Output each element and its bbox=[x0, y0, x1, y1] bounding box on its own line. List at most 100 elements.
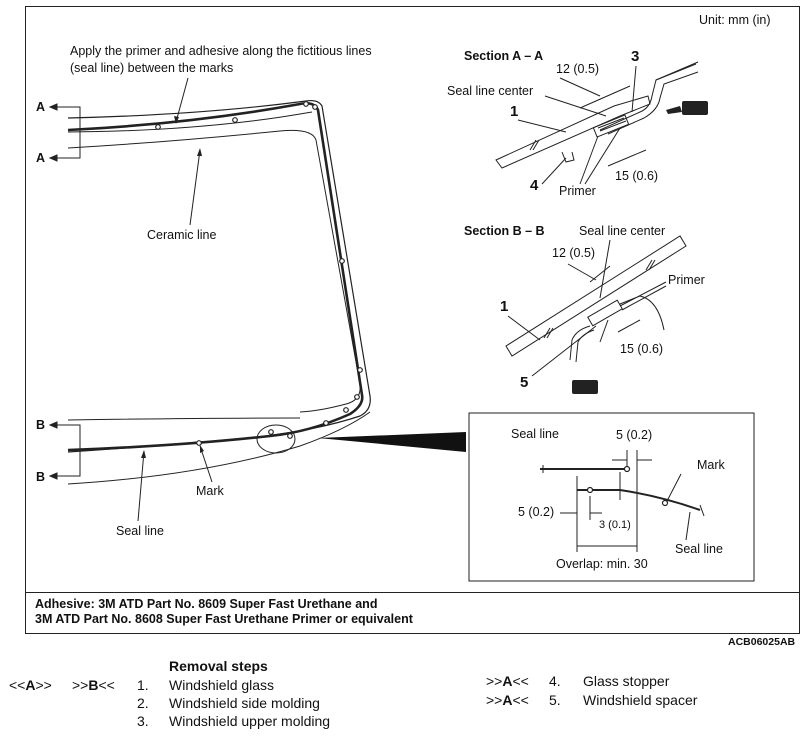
mark bbox=[196, 440, 202, 446]
step-2-number: 2. bbox=[137, 695, 149, 711]
section-a-marker bbox=[48, 103, 81, 162]
mark-label: Mark bbox=[196, 484, 225, 498]
step-1-label: Windshield glass bbox=[169, 677, 275, 693]
adhesive-note: Adhesive: 3M ATD Part No. 8609 Super Fas… bbox=[26, 592, 799, 633]
section-b-dim-12: 12 (0.5) bbox=[552, 246, 595, 260]
section-a-seal-center: Seal line center bbox=[447, 84, 533, 98]
mark bbox=[155, 124, 161, 130]
mark bbox=[312, 104, 318, 110]
primer-nozzle-a bbox=[666, 101, 708, 115]
detail-mark: Mark bbox=[697, 458, 726, 472]
seal-line-leader bbox=[137, 450, 145, 522]
tag-bracket: >> bbox=[35, 677, 52, 693]
step-5-label: Windshield spacer bbox=[583, 692, 698, 708]
section-b-callout-1: 1 bbox=[500, 298, 508, 315]
section-b-top-label: B bbox=[36, 418, 45, 432]
step-4-label: Glass stopper bbox=[583, 673, 670, 689]
section-a-callout-3: 3 bbox=[631, 48, 639, 65]
step-1-number: 1. bbox=[137, 677, 149, 693]
step-tag-a: <<A>> bbox=[9, 677, 52, 693]
tag-bracket: >> bbox=[486, 673, 503, 689]
section-b-dim-15: 15 (0.6) bbox=[620, 342, 663, 356]
step-4-number: 4. bbox=[549, 673, 561, 689]
tag-bracket: << bbox=[9, 677, 26, 693]
detail-dim-3: 3 (0.1) bbox=[599, 519, 631, 531]
section-a-title: Section A – A bbox=[464, 49, 543, 63]
step-3-label: Windshield upper molding bbox=[169, 713, 331, 729]
tag-bracket: >> bbox=[486, 692, 503, 708]
section-a-dim-12: 12 (0.5) bbox=[556, 62, 599, 76]
mark bbox=[287, 433, 293, 439]
section-b-callout-5: 5 bbox=[520, 374, 528, 391]
detail-circle bbox=[256, 424, 296, 454]
detail-wedge bbox=[318, 432, 466, 452]
leader-arrow bbox=[141, 450, 146, 458]
figure-frame: Adhesive: 3M ATD Part No. 8609 Super Fas… bbox=[25, 6, 800, 634]
adhesive-note-line2: 3M ATD Part No. 8608 Super Fast Urethane… bbox=[35, 612, 413, 626]
tag-bracket: << bbox=[512, 692, 529, 708]
detail-box bbox=[468, 412, 755, 582]
removal-steps: Removal steps <<A>> >>B<< 1. Windshield … bbox=[0, 656, 808, 739]
ceramic-line-label: Ceramic line bbox=[147, 228, 217, 242]
instruction-line1: Apply the primer and adhesive along the … bbox=[70, 44, 372, 58]
detail-overlap: Overlap: min. 30 bbox=[556, 557, 648, 571]
removal-steps-title: Removal steps bbox=[169, 658, 268, 674]
leader-arrow bbox=[174, 116, 179, 124]
step-5-tag: >>A<< bbox=[486, 692, 529, 708]
primer-nozzle-b bbox=[572, 380, 598, 394]
detail-marks bbox=[586, 465, 669, 507]
detail-seal-line-top: Seal line bbox=[511, 427, 559, 441]
windshield-glass bbox=[67, 99, 371, 485]
mark bbox=[323, 420, 329, 426]
section-b-primer: Primer bbox=[668, 273, 705, 287]
leader-arrow bbox=[197, 148, 202, 156]
step-4-tag: >>A<< bbox=[486, 673, 529, 689]
detail-dim-5-top: 5 (0.2) bbox=[616, 428, 652, 442]
tag-bracket: << bbox=[98, 677, 115, 693]
instruction-line2: (seal line) between the marks bbox=[70, 61, 233, 75]
step-5-number: 5. bbox=[549, 692, 561, 708]
tag-letter: B bbox=[88, 677, 99, 693]
tag-letter: A bbox=[502, 673, 513, 689]
leader-arrow bbox=[200, 445, 204, 453]
step-2-label: Windshield side molding bbox=[169, 695, 320, 711]
mark bbox=[339, 258, 345, 264]
section-a-bottom-label: A bbox=[36, 151, 45, 165]
detail-drawing bbox=[540, 450, 705, 552]
mark bbox=[232, 117, 238, 123]
seal-line-marks bbox=[155, 101, 363, 446]
detail-seal-line-bottom: Seal line bbox=[675, 542, 723, 556]
tag-letter: A bbox=[502, 692, 513, 708]
reference-code: ACB06025AB bbox=[728, 636, 796, 648]
section-b-title: Section B – B bbox=[464, 224, 545, 238]
adhesive-note-line1: Adhesive: 3M ATD Part No. 8609 Super Fas… bbox=[35, 597, 378, 611]
step-3-number: 3. bbox=[137, 713, 149, 729]
tag-bracket: >> bbox=[72, 677, 89, 693]
mark bbox=[303, 101, 309, 107]
section-a-leaders bbox=[517, 65, 647, 185]
detail-dim-5-left: 5 (0.2) bbox=[518, 505, 554, 519]
tag-bracket: << bbox=[512, 673, 529, 689]
mark bbox=[357, 367, 363, 373]
mark bbox=[268, 429, 274, 435]
seal-line-label: Seal line bbox=[116, 524, 164, 538]
section-b-marker bbox=[48, 421, 81, 480]
tag-letter: A bbox=[25, 677, 36, 693]
section-b-seal-center: Seal line center bbox=[579, 224, 665, 238]
section-a-callout-1: 1 bbox=[510, 103, 518, 120]
ceramic-line-leader bbox=[189, 149, 201, 226]
instruction-leader bbox=[175, 77, 189, 123]
section-a-callout-4: 4 bbox=[530, 177, 539, 194]
section-a-drawing bbox=[495, 61, 699, 169]
section-b-leaders bbox=[507, 239, 667, 377]
section-a-top-label: A bbox=[36, 100, 45, 114]
step-tag-b: >>B<< bbox=[72, 677, 115, 693]
section-a-dim-15: 15 (0.6) bbox=[615, 169, 658, 183]
section-a-primer: Primer bbox=[559, 184, 596, 198]
mark bbox=[343, 407, 349, 413]
section-b-drawing bbox=[505, 235, 687, 363]
section-b-bottom-label: B bbox=[36, 470, 45, 484]
mark bbox=[354, 394, 360, 400]
unit-label: Unit: mm (in) bbox=[699, 13, 771, 27]
